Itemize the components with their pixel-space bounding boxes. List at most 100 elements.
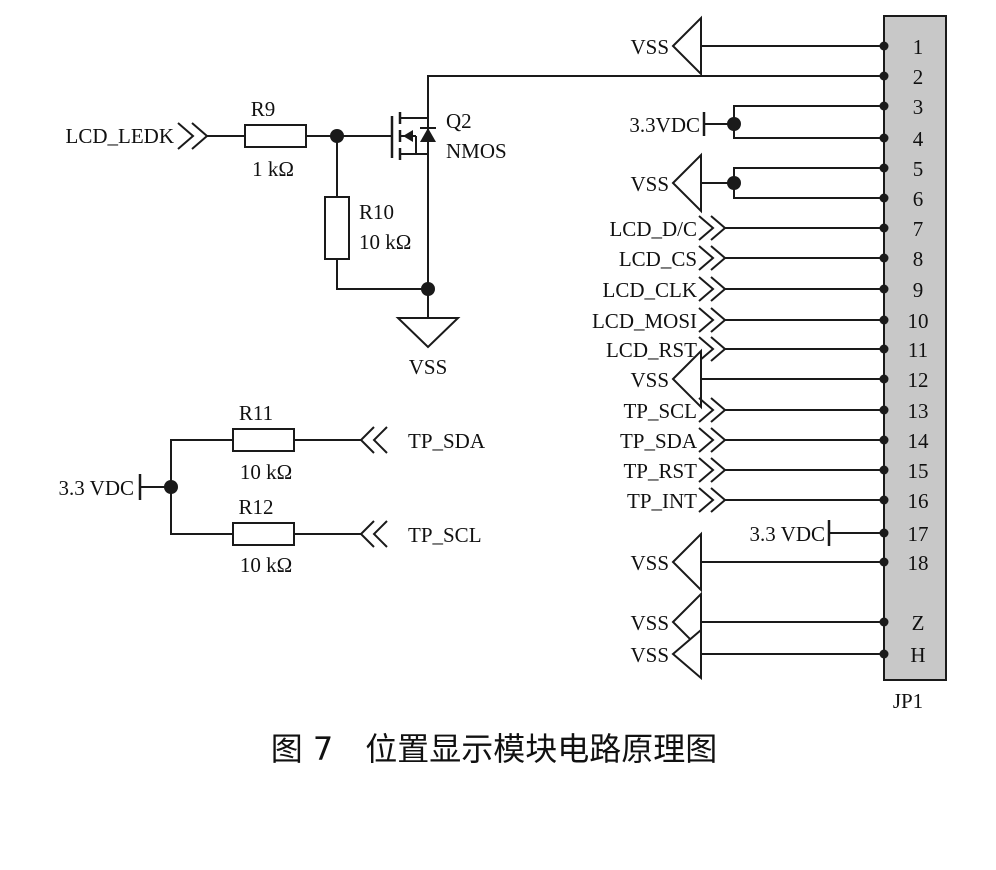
net-label: LCD_MOSI xyxy=(592,309,697,333)
net-label: TP_INT xyxy=(627,489,697,513)
offpage-connector-icon xyxy=(698,336,715,362)
net-pin-h: VSS xyxy=(630,627,884,681)
resistor-r10 xyxy=(324,196,350,260)
body-diode-icon xyxy=(420,128,436,142)
pullup-network: 3.3 VDC R11 10 kΩ TP_SDA R12 10 kΩ TP_SC… xyxy=(59,401,486,577)
offpage-connector-icon xyxy=(698,307,715,333)
figure-caption: 图 7 位置显示模块电路原理图 xyxy=(271,730,718,768)
net-pin10: LCD_MOSI xyxy=(592,307,884,333)
net-pin8: LCD_CS xyxy=(619,245,884,271)
pin-number: 13 xyxy=(908,399,929,423)
net-label-vss: VSS xyxy=(630,551,669,575)
net-label: LCD_CLK xyxy=(603,278,698,302)
r12-value: 10 kΩ xyxy=(240,553,292,577)
net-label: TP_SDA xyxy=(620,429,698,453)
ground-triangle-icon xyxy=(671,15,702,77)
tp-sda-label: TP_SDA xyxy=(408,429,486,453)
pin-number: Z xyxy=(912,611,925,635)
offpage-connector-icon xyxy=(359,426,375,454)
net-label: TP_SCL xyxy=(623,399,697,423)
net-label-vss: VSS xyxy=(630,172,669,196)
net-label-3v3: 3.3 VDC xyxy=(750,522,825,546)
r11-value: 10 kΩ xyxy=(240,460,292,484)
r9-value: 1 kΩ xyxy=(252,157,294,181)
net-label: LCD_RST xyxy=(606,338,697,362)
net-pin12: VSS xyxy=(630,348,884,410)
ground-triangle-icon xyxy=(671,531,702,593)
r9-ref: R9 xyxy=(251,97,276,121)
pin-number: 9 xyxy=(913,278,924,302)
net-label-3v3: 3.3VDC xyxy=(629,113,700,137)
pin-number: 16 xyxy=(908,489,929,513)
offpage-connector-icon xyxy=(698,397,715,423)
resistor-r9 xyxy=(244,124,307,148)
mosfet-q2: Q2 NMOS xyxy=(390,109,507,289)
offpage-connector-icon xyxy=(698,245,715,271)
pin-number: 8 xyxy=(913,247,924,271)
connector-body xyxy=(883,15,947,681)
pin-number: 17 xyxy=(908,522,929,546)
r12-ref: R12 xyxy=(238,495,273,519)
net-label-vss: VSS xyxy=(630,643,669,667)
tp-scl-label: TP_SCL xyxy=(408,523,482,547)
net-pin1: VSS xyxy=(630,15,884,77)
net-pin7: LCD_D/C xyxy=(609,215,884,241)
q2-ref: Q2 xyxy=(446,109,472,133)
pin-number: H xyxy=(910,643,925,667)
resistor-r11 xyxy=(232,428,295,452)
net-pin15: TP_RST xyxy=(623,457,884,483)
net-label: LCD_CS xyxy=(619,247,697,271)
net-label: LCD_D/C xyxy=(609,217,697,241)
supply-label: 3.3 VDC xyxy=(59,476,134,500)
net-pin17: 3.3 VDC xyxy=(750,520,884,546)
net-pin18: VSS xyxy=(630,531,884,593)
connector-ref: JP1 xyxy=(893,689,923,713)
net-pin5-6: VSS xyxy=(630,152,884,214)
offpage-connector-icon xyxy=(177,122,195,150)
ground-triangle-icon xyxy=(395,317,461,349)
offpage-connector-icon xyxy=(698,215,715,241)
net-pin2 xyxy=(427,75,884,112)
offpage-connector-icon xyxy=(698,457,715,483)
r10-value: 10 kΩ xyxy=(359,230,411,254)
offpage-connector-icon xyxy=(698,276,715,302)
net-label-vss: VSS xyxy=(630,611,669,635)
pin-number: 14 xyxy=(908,429,930,453)
net-label-vss: VSS xyxy=(630,368,669,392)
offpage-connector-icon xyxy=(698,427,715,453)
pin-number: 7 xyxy=(913,217,924,241)
net-label-lcd-ledk: LCD_LEDK xyxy=(66,124,175,148)
r10-ref: R10 xyxy=(359,200,394,224)
pin-number: 15 xyxy=(908,459,929,483)
offpage-connector-icon xyxy=(698,487,715,513)
resistor-r12 xyxy=(232,522,295,546)
ground-triangle-icon xyxy=(671,152,702,214)
junction-dot xyxy=(727,176,741,190)
pin-number: 12 xyxy=(908,368,929,392)
backlight-driver: LCD_LEDK R9 1 kΩ R10 10 kΩ xyxy=(66,97,507,379)
net-label: TP_RST xyxy=(623,459,697,483)
r11-ref: R11 xyxy=(239,401,273,425)
pin-number: 18 xyxy=(908,551,929,575)
pin-number: 10 xyxy=(908,309,929,333)
net-pin14: TP_SDA xyxy=(620,427,884,453)
net-pin13: TP_SCL xyxy=(623,397,884,423)
pin-number: 4 xyxy=(913,127,924,151)
pin-number: 3 xyxy=(913,95,924,119)
net-label-vss: VSS xyxy=(630,35,669,59)
net-pin9: LCD_CLK xyxy=(603,276,884,302)
net-pin-z: VSS xyxy=(630,591,884,653)
net-pin11: LCD_RST xyxy=(606,336,884,362)
pin-number: 6 xyxy=(913,187,924,211)
net-lcd-signals: LCD_D/C LCD_CS LCD_CLK LCD_MOSI LCD_RST xyxy=(592,215,884,362)
junction-dot xyxy=(727,117,741,131)
net-pin3-4: 3.3VDC xyxy=(629,105,884,139)
net-pin16: TP_INT xyxy=(627,487,884,513)
pin-number: 1 xyxy=(913,35,924,59)
pin-number: 11 xyxy=(908,338,928,362)
offpage-connector-icon xyxy=(359,520,375,548)
net-tp-signals: TP_SCL TP_SDA TP_RST TP_INT xyxy=(620,397,884,513)
